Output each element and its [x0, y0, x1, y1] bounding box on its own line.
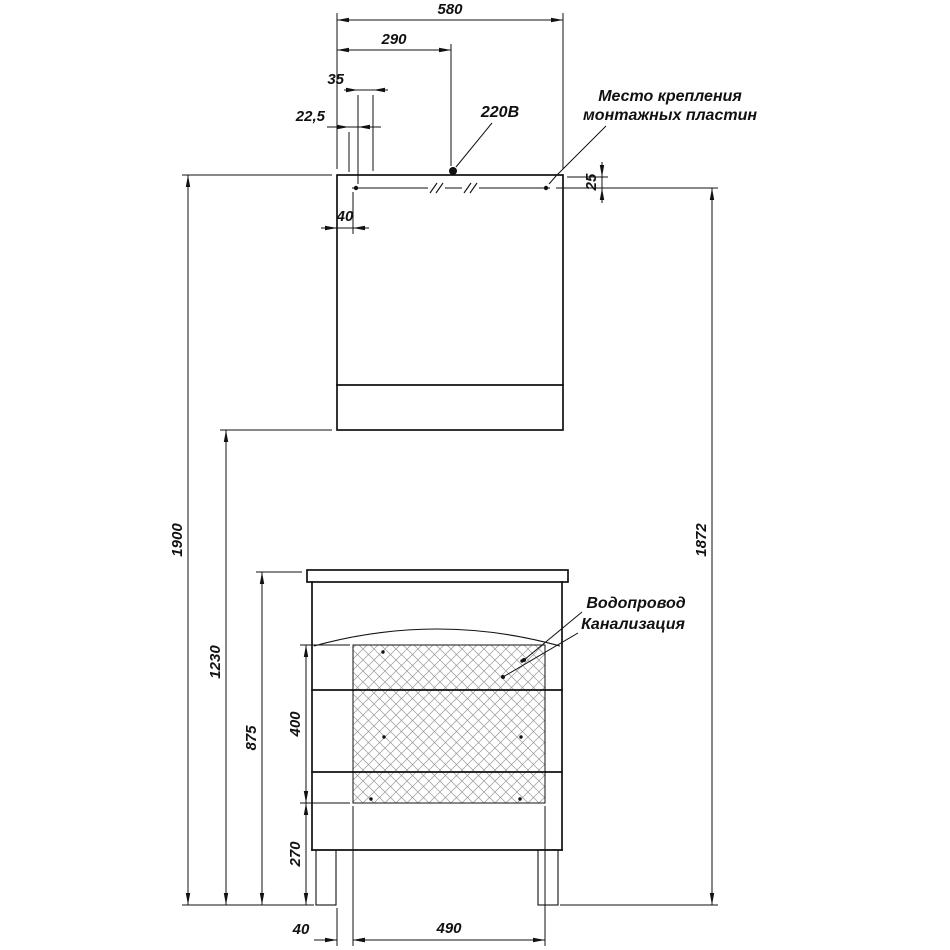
dim-25-label: 25	[583, 173, 600, 191]
dim-40-top	[321, 192, 369, 234]
label-mounting-plates-line2: монтажных пластин	[583, 107, 757, 124]
mirror-cabinet	[336, 174, 564, 431]
label-power: 220В	[480, 104, 519, 121]
dim-400	[300, 644, 350, 804]
dim-290	[337, 44, 452, 166]
dim-1872-label: 1872	[693, 523, 710, 557]
dim-35-label: 35	[327, 71, 344, 88]
dim-1900	[182, 174, 332, 905]
dim-490-label: 490	[435, 920, 462, 937]
dim-1230	[220, 429, 332, 905]
power-point-dot	[449, 167, 457, 175]
vanity-leg-right	[537, 849, 559, 906]
label-sewerage: Канализация	[581, 616, 685, 633]
dim-22-5-label: 22,5	[295, 108, 326, 125]
dim-875-label: 875	[243, 725, 260, 751]
power-leader-line	[455, 122, 493, 168]
plumbing-leader-lines	[501, 611, 583, 679]
dim-25	[556, 162, 718, 203]
mounting-leader-line	[548, 125, 607, 185]
dim-22-5	[327, 124, 381, 172]
label-water-supply: Водопровод	[586, 595, 685, 612]
dim-40-bottom-label: 40	[292, 921, 310, 938]
mounting-plate-line	[352, 182, 550, 194]
dim-580-label: 580	[437, 1, 463, 18]
label-mounting-plates-line1: Место крепления	[598, 88, 742, 105]
dim-1230-label: 1230	[207, 645, 224, 679]
sink-front-curve	[313, 628, 561, 647]
dim-490	[353, 806, 546, 946]
mounting-hole-left	[353, 185, 359, 191]
dim-400-label: 400	[287, 711, 304, 738]
vanity-leg-left	[315, 849, 337, 906]
mounting-hole-right	[543, 185, 549, 191]
dim-580	[336, 13, 564, 169]
vanity-countertop	[306, 569, 569, 583]
dim-40-top-label: 40	[336, 208, 354, 225]
dim-875	[256, 571, 302, 905]
dim-1900-label: 1900	[169, 523, 186, 557]
dim-35	[344, 87, 388, 184]
dim-290-label: 290	[380, 31, 407, 48]
dim-270-label: 270	[287, 841, 304, 868]
